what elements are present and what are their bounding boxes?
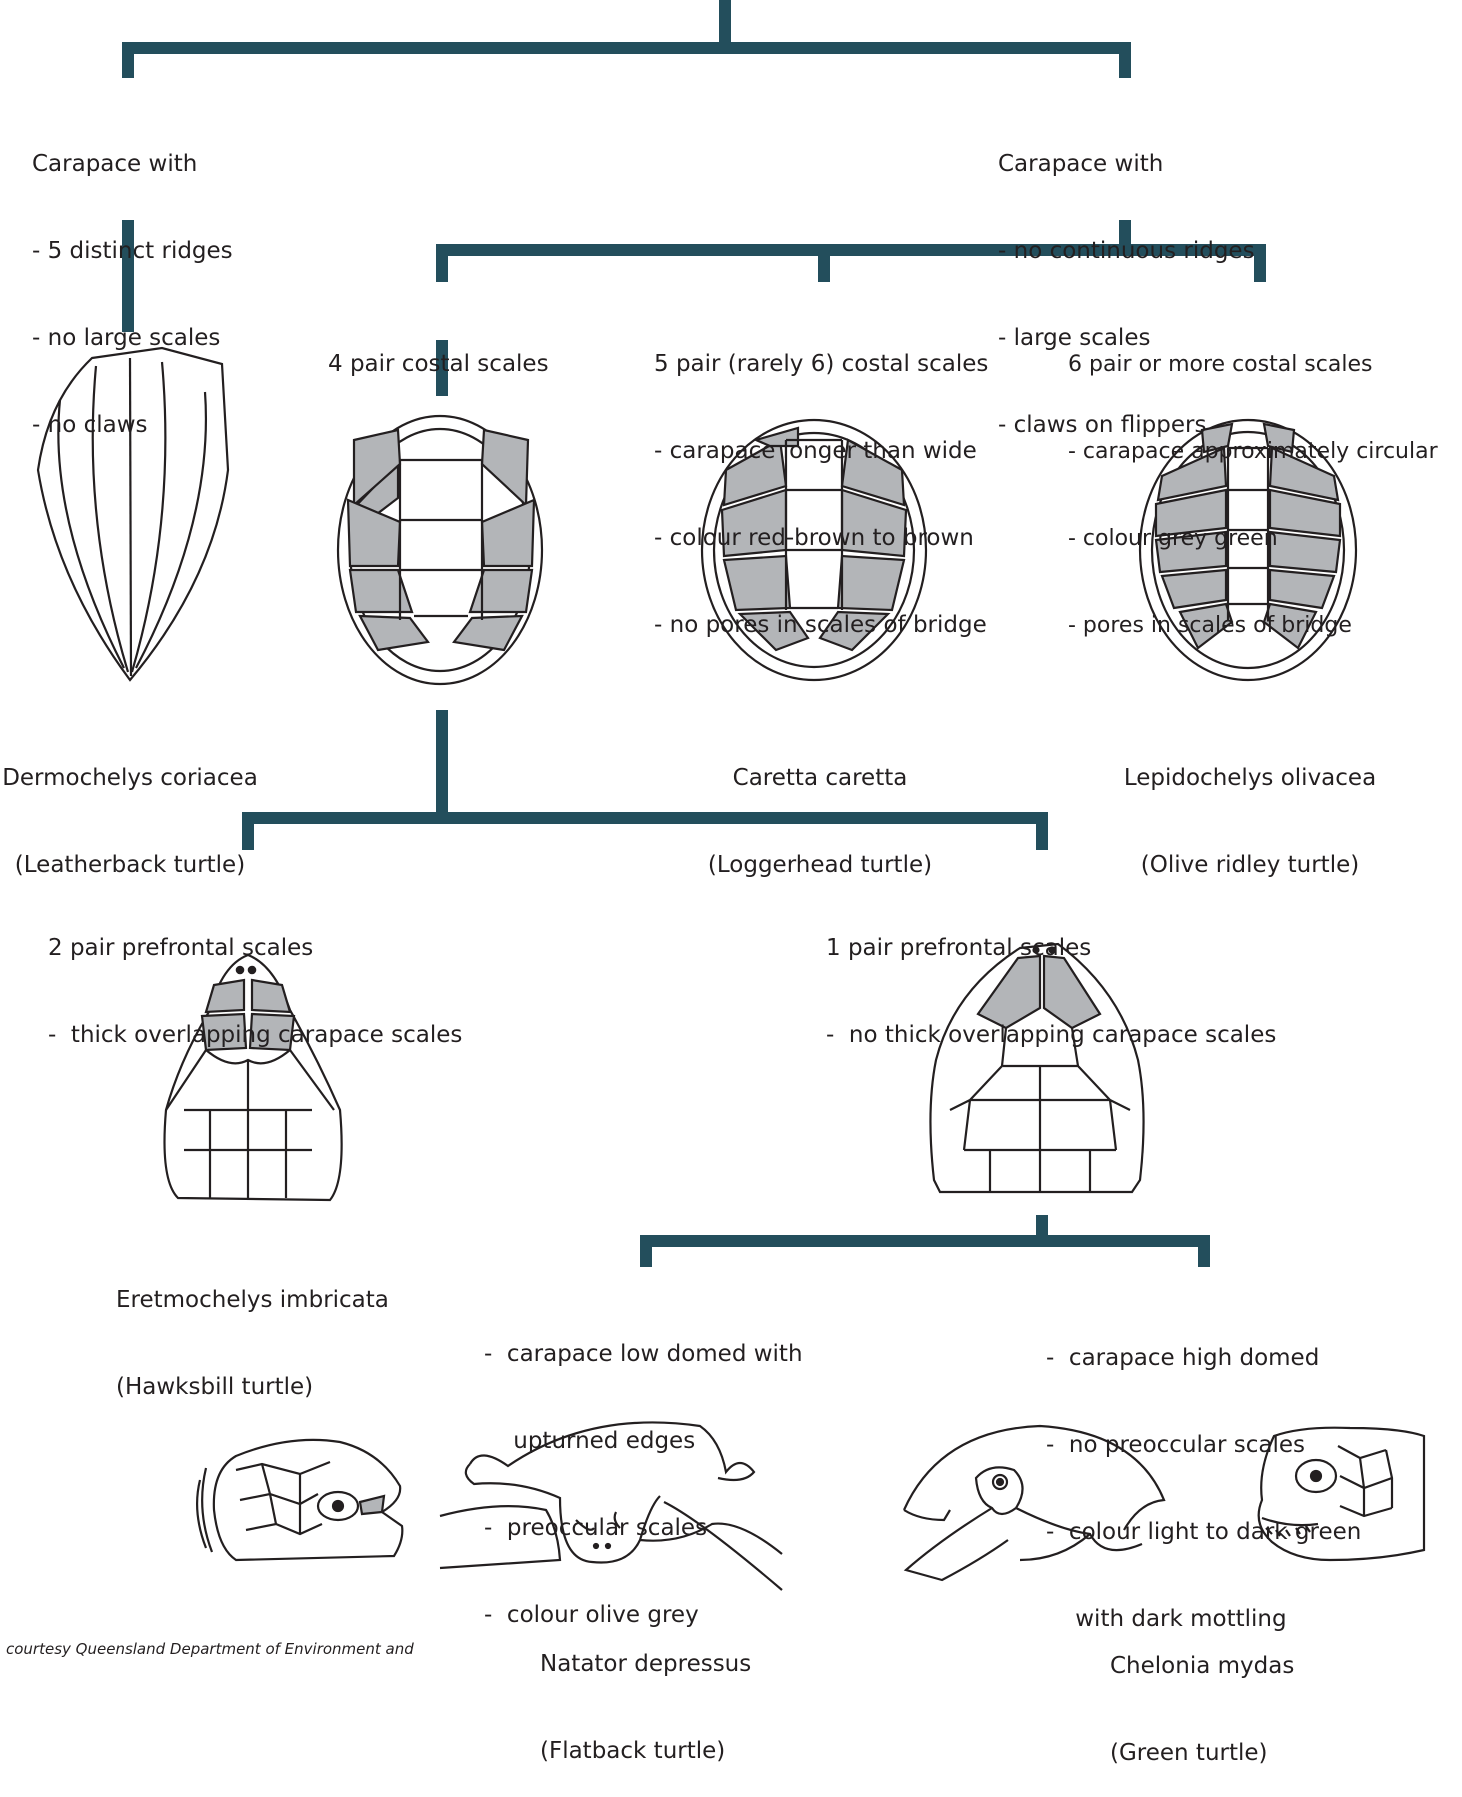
trait-line: - carapace high domed [1046, 1344, 1361, 1373]
trait-line: - no claws [32, 411, 233, 440]
trait-line: 4 pair costal scales [328, 350, 549, 379]
one-pair-prefrontal-traits: 1 pair prefrontal scales - no thick over… [826, 876, 1276, 1079]
trait-line: - colour light to dark green [1046, 1518, 1361, 1547]
trait-line: - colour red-brown to brown [654, 524, 988, 553]
trait-line: 5 pair (rarely 6) costal scales [654, 350, 988, 379]
trait-line: 1 pair prefrontal scales [826, 934, 1276, 963]
trait-line: Carapace with [998, 150, 1255, 179]
species-label-flatback: Natator depressus (Flatback turtle) [540, 1592, 751, 1795]
trait-line: - pores in scales of bridge [1068, 611, 1438, 640]
trait-line: Carapace with [32, 150, 233, 179]
species-label-green: Chelonia mydas (Green turtle) [1110, 1594, 1294, 1797]
trait-line: - no large scales [32, 324, 233, 353]
four-pair-carapace-drawing [338, 416, 542, 684]
trait-line: 2 pair prefrontal scales [48, 934, 462, 963]
species-label-hawksbill: Eretmochelys imbricata (Hawksbill turtle… [116, 1228, 389, 1431]
five-pair-costal-traits: 5 pair (rarely 6) costal scales - carapa… [654, 292, 988, 669]
trait-line: - carapace longer than wide [654, 437, 988, 466]
species-common-name: (Green turtle) [1110, 1739, 1294, 1768]
trait-line: - no thick overlapping carapace scales [826, 1021, 1276, 1050]
trait-line: - no continuous ridges [998, 237, 1255, 266]
trait-line: - 5 distinct ridges [32, 237, 233, 266]
species-common-name: (Hawksbill turtle) [116, 1373, 389, 1402]
species-scientific-name: Lepidochelys olivacea [1110, 764, 1390, 793]
trait-line: - carapace low domed with [484, 1340, 803, 1369]
trait-line: - no pores in scales of bridge [654, 611, 988, 640]
species-scientific-name: Natator depressus [540, 1650, 751, 1679]
image-credit: courtesy Queensland Department of Enviro… [6, 1640, 414, 1658]
trait-line: upturned edges [484, 1427, 803, 1456]
species-scientific-name: Dermochelys coriacea [0, 764, 260, 793]
flatback-side-head-drawing [197, 1440, 402, 1560]
trait-line: 6 pair or more costal scales [1068, 350, 1438, 379]
six-pair-costal-traits: 6 pair or more costal scales - carapace … [1068, 292, 1438, 669]
four-pair-costal-traits: 4 pair costal scales [328, 292, 549, 408]
trait-line: - colour grey green [1068, 524, 1438, 553]
trait-line: - carapace approximately circular [1068, 437, 1438, 466]
leatherback-traits: Carapace with - 5 distinct ridges - no l… [32, 92, 233, 469]
species-common-name: (Flatback turtle) [540, 1737, 751, 1766]
species-scientific-name: Caretta caretta [690, 764, 950, 793]
species-scientific-name: Eretmochelys imbricata [116, 1286, 389, 1315]
two-pair-prefrontal-traits: 2 pair prefrontal scales - thick overlap… [48, 876, 462, 1079]
trait-line: - preoccular scales [484, 1514, 803, 1543]
species-scientific-name: Chelonia mydas [1110, 1652, 1294, 1681]
trait-line: - no preoccular scales [1046, 1431, 1361, 1460]
trait-line: - thick overlapping carapace scales [48, 1021, 462, 1050]
